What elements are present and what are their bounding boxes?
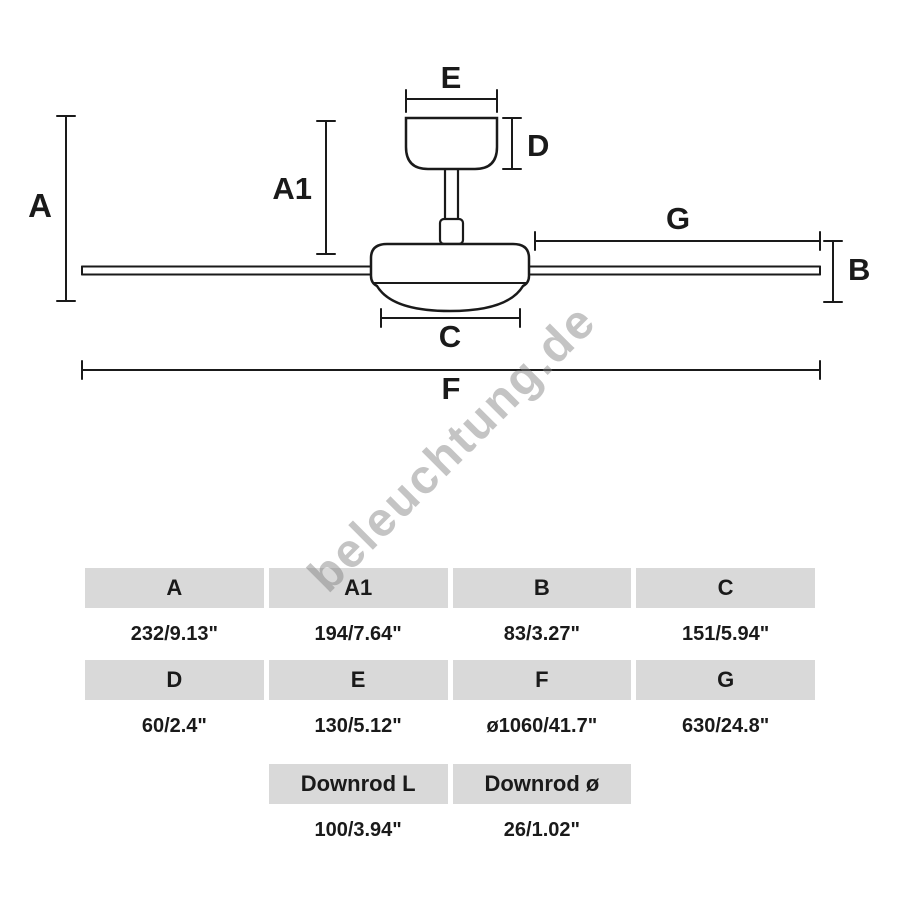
table-empty-cell <box>85 764 264 804</box>
dim-label-a: A <box>28 187 52 224</box>
table-header-cell: G <box>636 660 815 700</box>
dim-label-a1: A1 <box>272 171 312 206</box>
table-header-cell: F <box>452 660 632 700</box>
dim-label-b: B <box>848 252 870 287</box>
dimension-line-d <box>502 117 522 170</box>
table-header-row: D E F G <box>85 660 815 700</box>
table-value-cell: 630/24.8" <box>681 714 770 737</box>
table-header-cell: D <box>85 660 264 700</box>
dim-label-d: D <box>527 128 549 163</box>
table-value-cell: 151/5.94" <box>681 622 770 645</box>
table-empty-cell <box>636 804 815 856</box>
dim-label-e: E <box>441 60 462 95</box>
dimension-line-e <box>405 89 498 113</box>
table-value-cell: ø1060/41.7" <box>486 714 598 737</box>
table-header-cell: B <box>452 568 632 608</box>
table-value-cell: 130/5.12" <box>314 714 402 737</box>
dimensions-table: A A1 B C 232/9.13" 194/7.64" 83/3.27" 15… <box>85 568 815 856</box>
table-header-cell: A1 <box>268 568 448 608</box>
table-downrod-header-row: Downrod L Downrod ø <box>85 764 815 804</box>
table-value-cell: 100/3.94" <box>314 818 402 841</box>
table-header-cell: Downrod L <box>268 764 448 804</box>
dimension-line-b <box>823 240 843 303</box>
table-value-cell: 26/1.02" <box>503 818 580 841</box>
dim-label-g: G <box>666 201 690 236</box>
table-value-cell: 194/7.64" <box>314 622 402 645</box>
fan-technical-drawing: E D A1 A G B C F <box>28 60 870 406</box>
table-value-cell: 60/2.4" <box>141 714 207 737</box>
fan-downrod-connector <box>438 217 465 246</box>
table-header-cell: A <box>85 568 264 608</box>
dimension-line-c <box>380 308 521 328</box>
table-empty-cell <box>636 764 815 804</box>
table-value-row: 232/9.13" 194/7.64" 83/3.27" 151/5.94" <box>85 608 815 660</box>
table-value-row: 60/2.4" 130/5.12" ø1060/41.7" 630/24.8" <box>85 700 815 752</box>
table-value-cell: 232/9.13" <box>130 622 219 645</box>
dimension-line-f <box>81 360 821 380</box>
dimension-line-g <box>534 231 821 251</box>
table-value-cell: 83/3.27" <box>503 622 580 645</box>
table-empty-cell <box>85 804 264 856</box>
table-downrod-value-row: 100/3.94" 26/1.02" <box>85 804 815 856</box>
dim-label-f: F <box>442 371 461 406</box>
fan-canopy <box>404 116 499 171</box>
fan-motor-housing <box>369 242 531 313</box>
table-header-cell: Downrod ø <box>452 764 632 804</box>
dimension-line-a <box>56 115 76 302</box>
table-header-row: A A1 B C <box>85 568 815 608</box>
fan-downrod <box>443 166 460 223</box>
dimension-line-a1 <box>316 120 336 255</box>
table-header-cell: E <box>268 660 448 700</box>
table-header-cell: C <box>636 568 815 608</box>
dim-label-c: C <box>439 319 461 354</box>
